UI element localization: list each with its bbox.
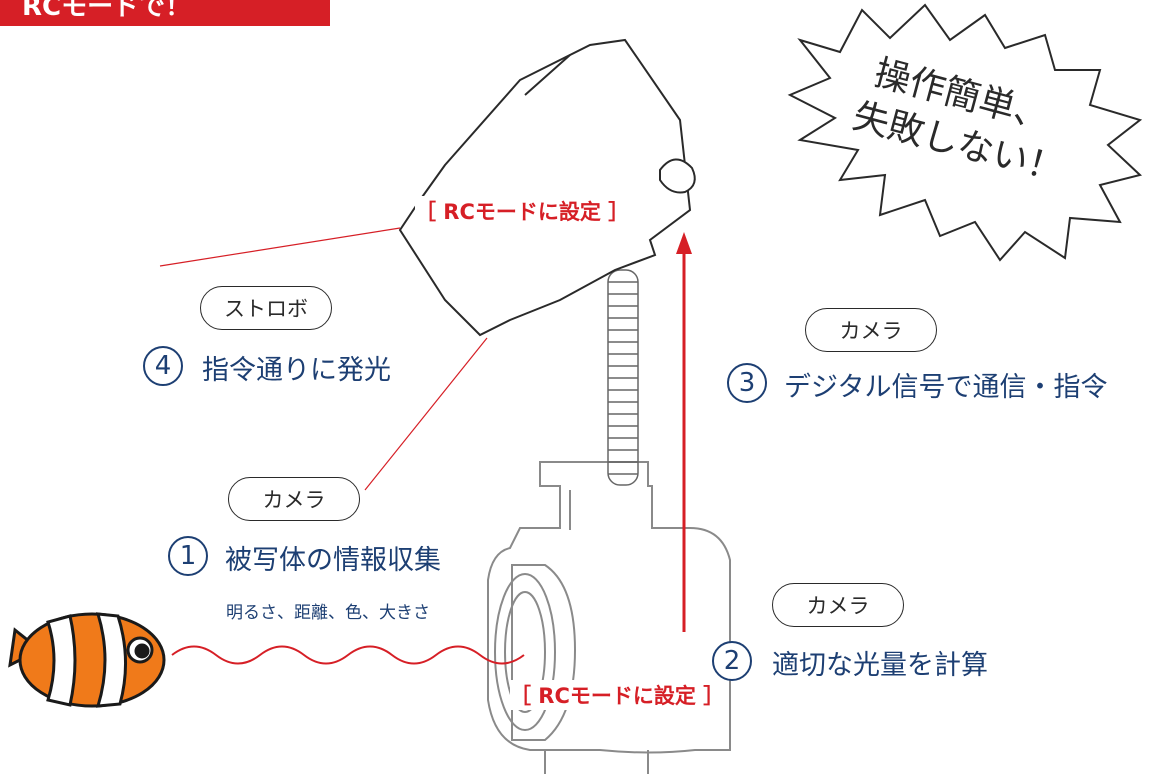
clownfish-icon: [8, 612, 166, 708]
actor-badge-step-1: カメラ: [228, 477, 360, 521]
step-title-4: 指令通りに発光: [202, 355, 391, 386]
rc-mode-label-strobe: ［ RCモードに設定 ］: [415, 196, 630, 226]
signal-arrow: [676, 232, 692, 632]
step-title-3: デジタル信号で通信・指令: [784, 372, 1108, 403]
step-title-1: 被写体の情報収集: [225, 545, 441, 576]
actor-badge-step-4: ストロボ: [200, 286, 332, 330]
title-banner: RCモードで！: [0, 0, 330, 26]
step-number-3: 3: [727, 363, 767, 403]
leader-line-strobe-rc: [159, 227, 401, 267]
information-wave: [171, 645, 525, 665]
step-number-1: 1: [168, 536, 208, 576]
actor-badge-step-3: カメラ: [805, 308, 937, 352]
banner-title: RCモードで！: [22, 0, 192, 22]
coiled-cord: [607, 269, 639, 486]
leader-line-strobe-flash: [364, 337, 488, 491]
step-detail-1: 明るさ、距離、色、大きさ: [226, 603, 430, 623]
speech-burst: [787, 3, 1143, 262]
strobe-icon: [398, 38, 696, 337]
step-number-4: 4: [143, 346, 183, 386]
camera-icon: [487, 461, 731, 774]
step-title-2: 適切な光量を計算: [772, 650, 988, 681]
step-number-2: 2: [712, 641, 752, 681]
actor-badge-step-2: カメラ: [772, 583, 904, 627]
rc-mode-label-camera: ［ RCモードに設定 ］: [510, 680, 725, 710]
